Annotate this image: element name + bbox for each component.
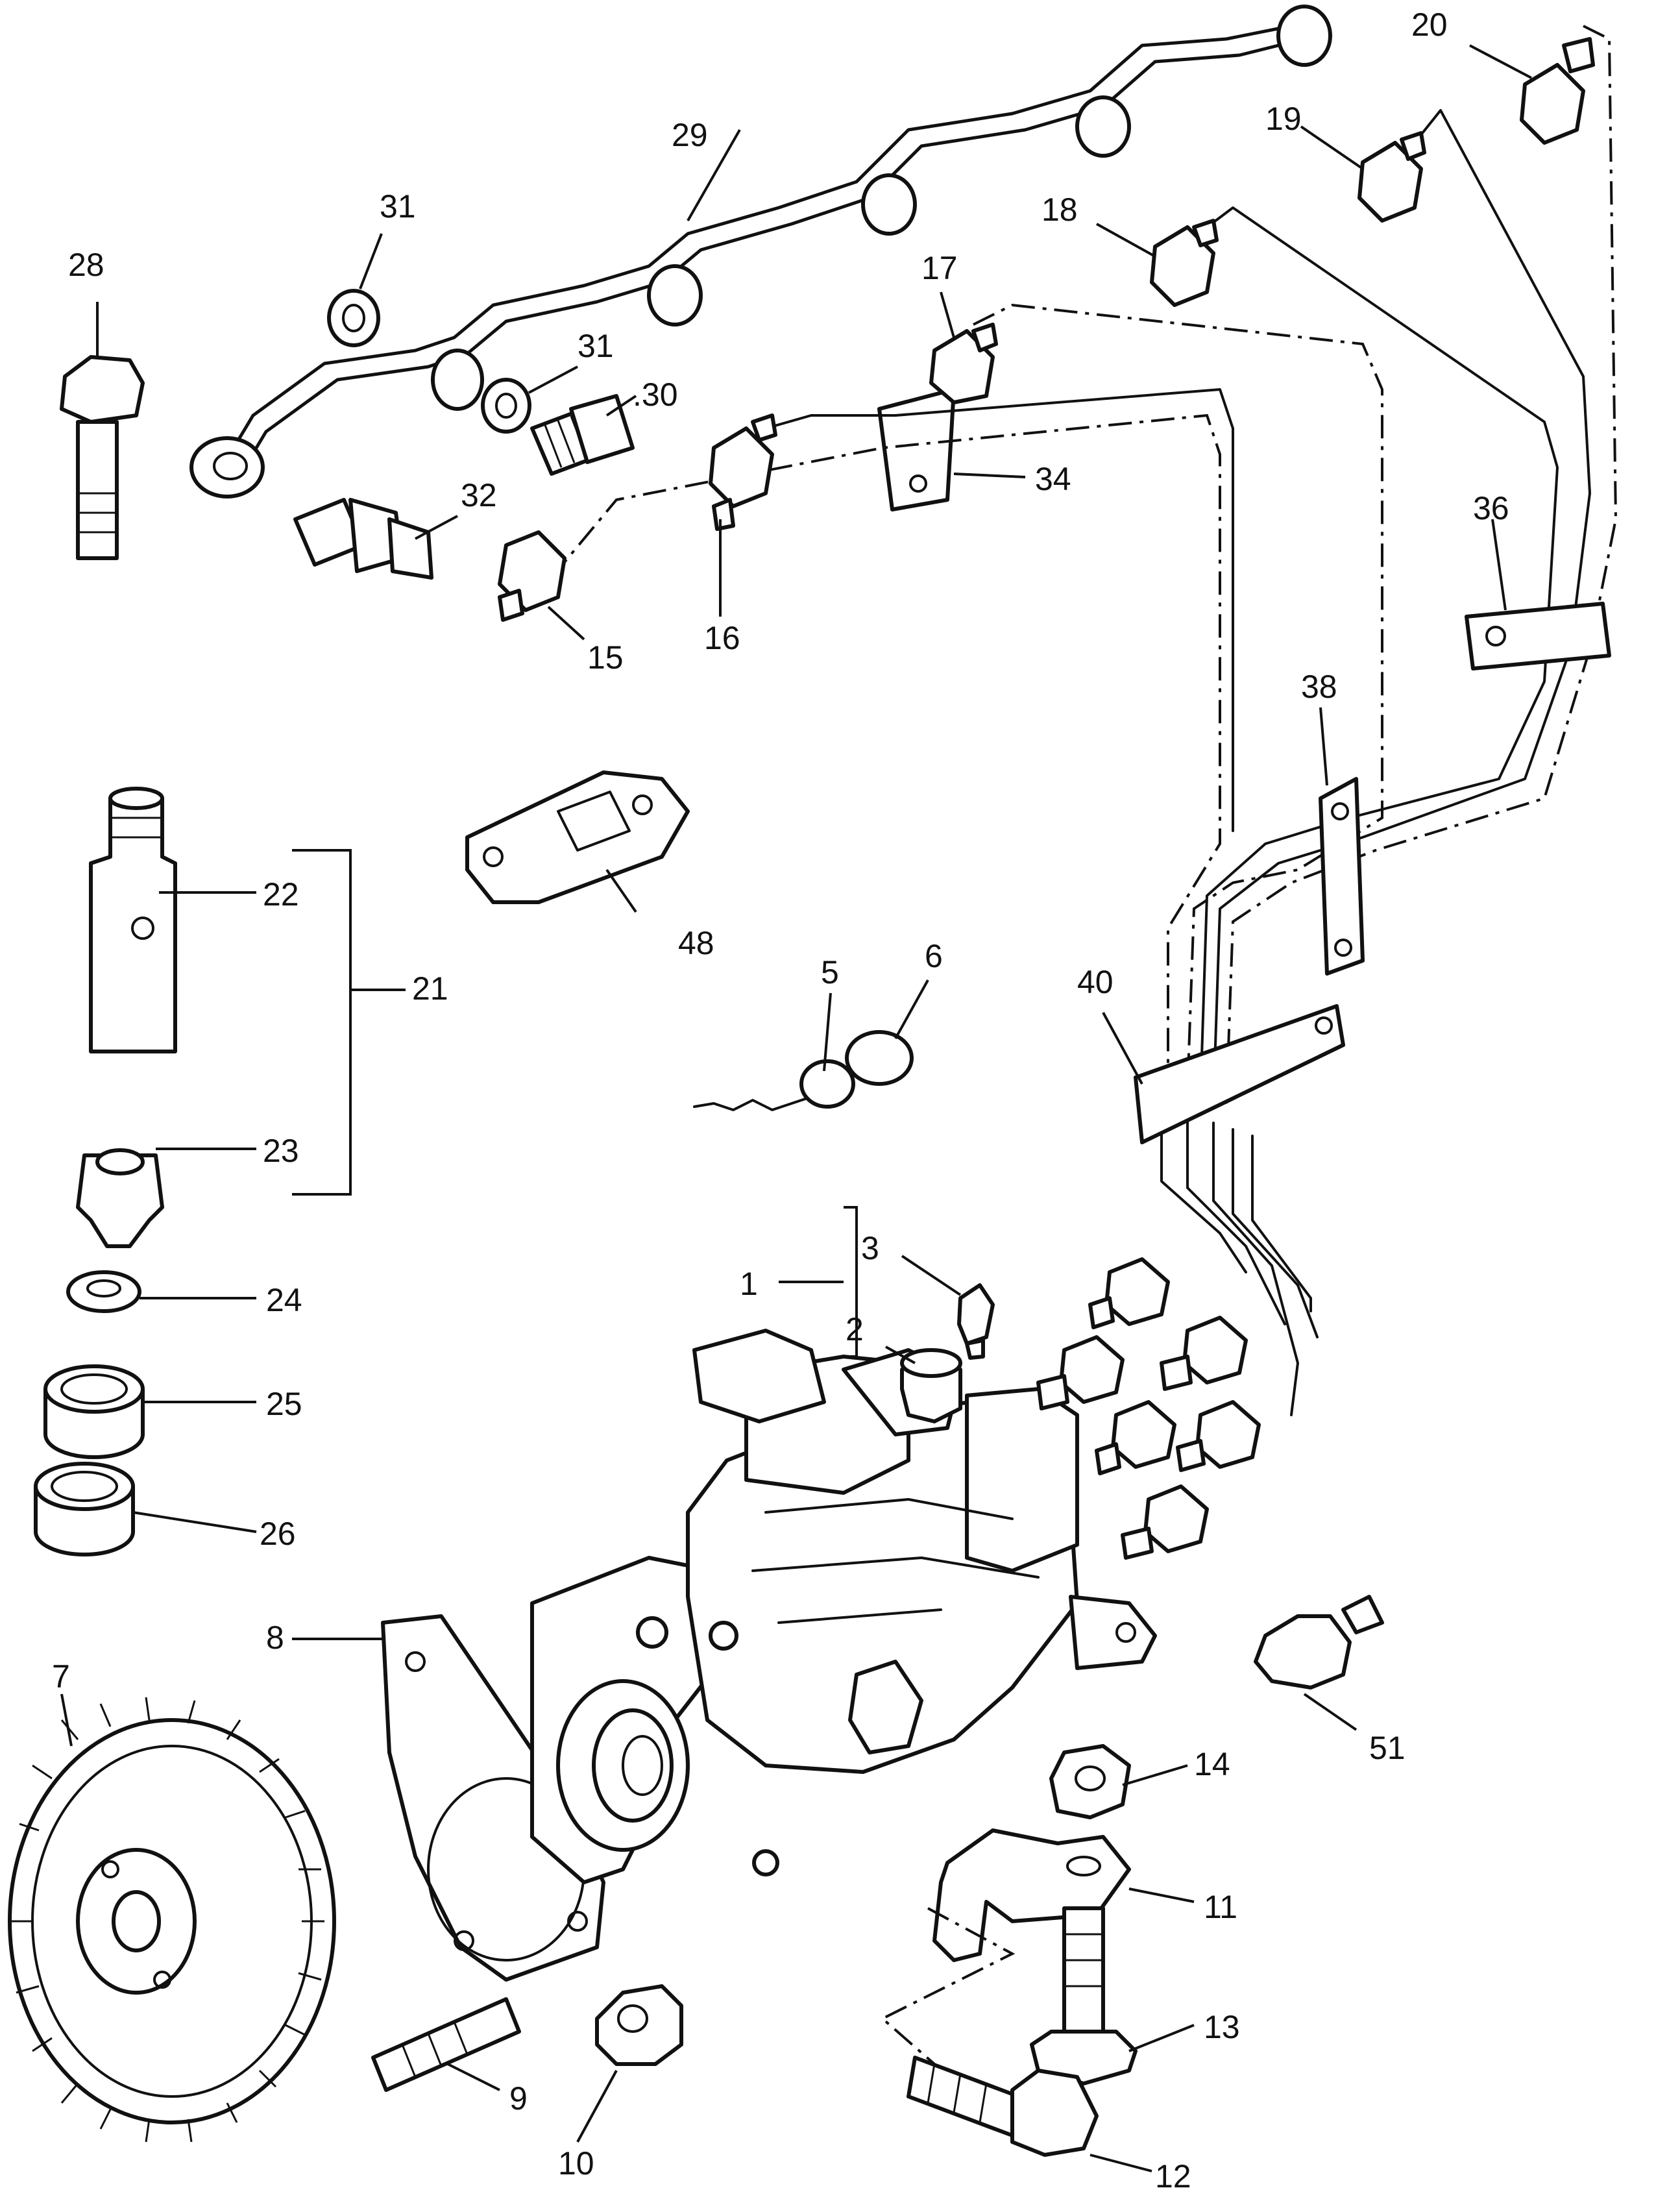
injection-pipe-rail xyxy=(189,5,1332,498)
injection-pump-1 xyxy=(530,1329,1157,1884)
drive-gear-7 xyxy=(8,1697,336,2143)
callout-22: 22 xyxy=(263,876,299,913)
nozzle-holder-15 xyxy=(498,530,566,622)
nozzle-holder-20 xyxy=(1520,37,1595,145)
ring-26 xyxy=(34,1462,135,1556)
callout-29: 29 xyxy=(672,117,708,153)
callout-7: 7 xyxy=(52,1658,70,1695)
sleeve-10 xyxy=(595,1984,683,2066)
callout-23: 23 xyxy=(263,1133,299,1169)
callout-15: 15 xyxy=(587,639,624,676)
callout-40: 40 xyxy=(1077,964,1114,1000)
callout-2: 2 xyxy=(846,1311,864,1347)
pipe-clamp-38 xyxy=(1319,777,1365,976)
callout-6: 6 xyxy=(925,938,943,974)
stud-9 xyxy=(371,1997,521,2092)
seal-cap-6 xyxy=(845,1030,914,1086)
flange-nut-14 xyxy=(1049,1744,1131,1819)
callout-9: 9 xyxy=(509,2080,528,2117)
washer-31-upper xyxy=(327,289,380,347)
callout-38: 38 xyxy=(1301,669,1337,705)
bracket-21 xyxy=(292,849,352,1196)
callout-17: 17 xyxy=(921,250,958,286)
callout-31-upper: 31 xyxy=(380,188,416,225)
union-fitting-32 xyxy=(293,498,433,580)
callout-10: 10 xyxy=(558,2145,594,2182)
callout-24: 24 xyxy=(266,1282,302,1318)
callout-labels: 1 2 3 5 6 7 8 9 10 11 12 13 14 15 16 17 … xyxy=(52,6,1509,2195)
callout-31-lower: 31 xyxy=(578,328,614,364)
injection-pipes-bundle xyxy=(550,25,1618,1416)
callout-12: 12 xyxy=(1155,2158,1191,2195)
callout-19: 19 xyxy=(1265,101,1302,137)
callout-36: 36 xyxy=(1473,490,1509,526)
bracket-11 xyxy=(932,1828,1131,1962)
fitting-3 xyxy=(957,1283,995,1360)
pipe-clamp-40 xyxy=(1134,1004,1345,1144)
assembly-line-12 xyxy=(880,1907,1016,2065)
callout-26: 26 xyxy=(260,1516,296,1552)
flange-gasket-8 xyxy=(381,1614,605,1982)
lead-seal-5 xyxy=(799,1059,855,1109)
nozzle-holder-17 xyxy=(929,323,998,404)
pipe-clamp-36 xyxy=(1465,602,1611,670)
banjo-bolt-30 xyxy=(530,394,635,476)
sensor-51 xyxy=(1254,1595,1384,1690)
callout-32: 32 xyxy=(461,477,497,513)
callout-11: 11 xyxy=(1204,1889,1237,1925)
flange-bolt-13 xyxy=(1030,1906,1138,2085)
bracket-1 xyxy=(844,1206,858,1358)
callout-30: .30 xyxy=(633,376,678,413)
delivery-valve-fittings xyxy=(1036,1257,1261,1560)
callout-16: 16 xyxy=(704,620,740,656)
washer-31-lower xyxy=(481,378,531,434)
nozzle-holder-19 xyxy=(1357,131,1426,223)
nozzle-holder-assembly-21 xyxy=(76,787,177,1248)
callout-8: 8 xyxy=(266,1619,284,1656)
callout-48: 48 xyxy=(678,925,714,961)
washer-24 xyxy=(66,1270,141,1313)
nozzle-holder-16 xyxy=(709,413,777,531)
callout-1: 1 xyxy=(740,1266,758,1302)
pipe-clamp-34 xyxy=(877,387,956,511)
nozzle-holder-18 xyxy=(1150,219,1219,307)
callout-28: 28 xyxy=(68,247,104,283)
callout-25: 25 xyxy=(266,1386,302,1422)
callout-51: 51 xyxy=(1369,1730,1406,1766)
callout-20: 20 xyxy=(1411,6,1448,43)
callout-34: 34 xyxy=(1035,461,1071,497)
flange-bolt-12 xyxy=(907,2056,1099,2157)
callout-18: 18 xyxy=(1041,191,1078,228)
callout-13: 13 xyxy=(1204,2009,1240,2045)
fuel-cut-solenoid-2 xyxy=(900,1348,962,1423)
callout-21: 21 xyxy=(412,970,448,1007)
ring-25 xyxy=(43,1364,145,1459)
seal-wire-5 xyxy=(693,1096,812,1111)
bolt-28 xyxy=(60,355,145,560)
callout-3: 3 xyxy=(861,1230,879,1266)
callout-14: 14 xyxy=(1194,1746,1230,1782)
gasket-plate-48 xyxy=(465,770,690,904)
callout-5: 5 xyxy=(821,954,839,990)
leader-lines xyxy=(60,44,1532,2172)
